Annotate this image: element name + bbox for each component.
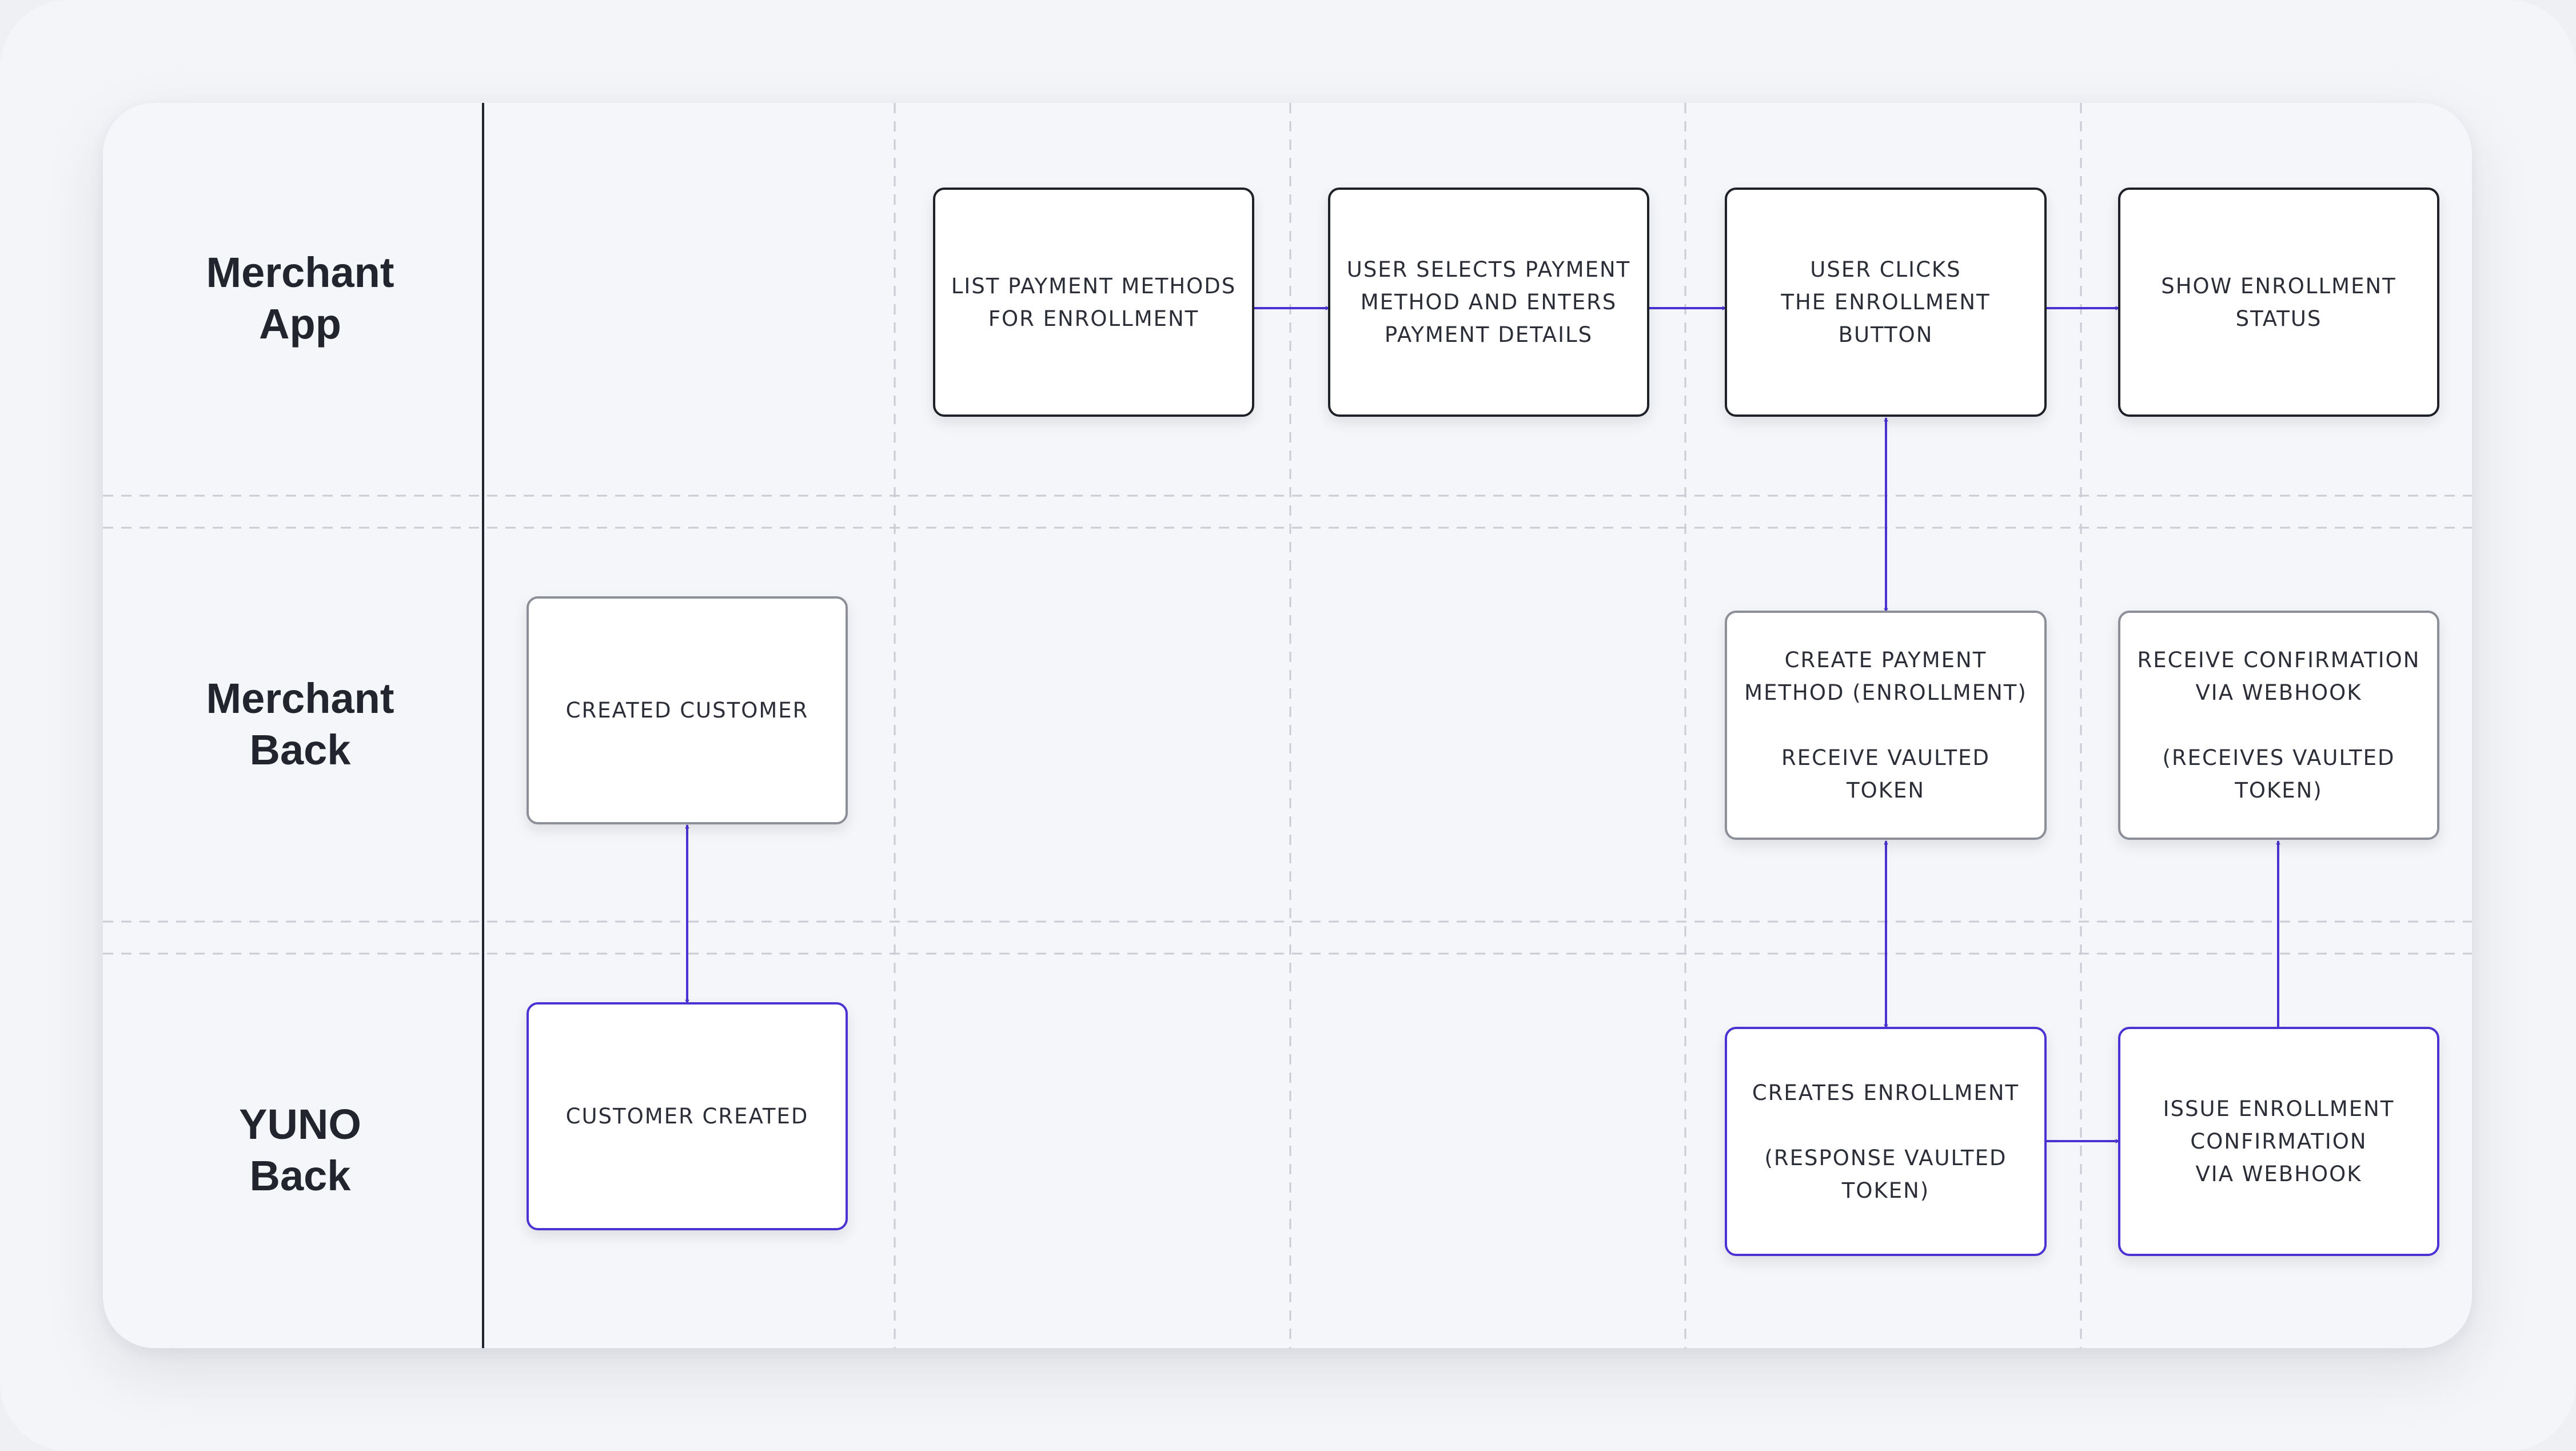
node-creates-enrollment[interactable]: CREATES ENROLLMENT (RESPONSE VAULTED TOK… (1725, 1027, 2047, 1256)
lane-label-yuno-back: YUNO Back (239, 1101, 361, 1199)
node-show-enrollment-status[interactable]: SHOW ENROLLMENT STATUS (2118, 188, 2439, 417)
lane-label-merchant-back: Merchant Back (206, 675, 394, 774)
node-create-payment-method[interactable]: CREATE PAYMENT METHOD (ENROLLMENT) RECEI… (1725, 611, 2047, 840)
node-receive-confirmation[interactable]: RECEIVE CONFIRMATION VIA WEBHOOK (RECEIV… (2118, 611, 2439, 840)
lane-label-merchant-app: Merchant App (206, 249, 394, 348)
node-user-clicks-enrollment[interactable]: USER CLICKS THE ENROLLMENT BUTTON (1725, 188, 2047, 417)
node-issue-enrollment-confirmation[interactable]: ISSUE ENROLLMENT CONFIRMATION VIA WEBHOO… (2118, 1027, 2439, 1256)
node-customer-created[interactable]: CUSTOMER CREATED (527, 1002, 848, 1230)
node-list-payment-methods[interactable]: LIST PAYMENT METHODS FOR ENROLLMENT (933, 188, 1254, 417)
node-created-customer[interactable]: CREATED CUSTOMER (527, 596, 848, 824)
node-user-selects-payment[interactable]: USER SELECTS PAYMENT METHOD AND ENTERS P… (1328, 188, 1649, 417)
